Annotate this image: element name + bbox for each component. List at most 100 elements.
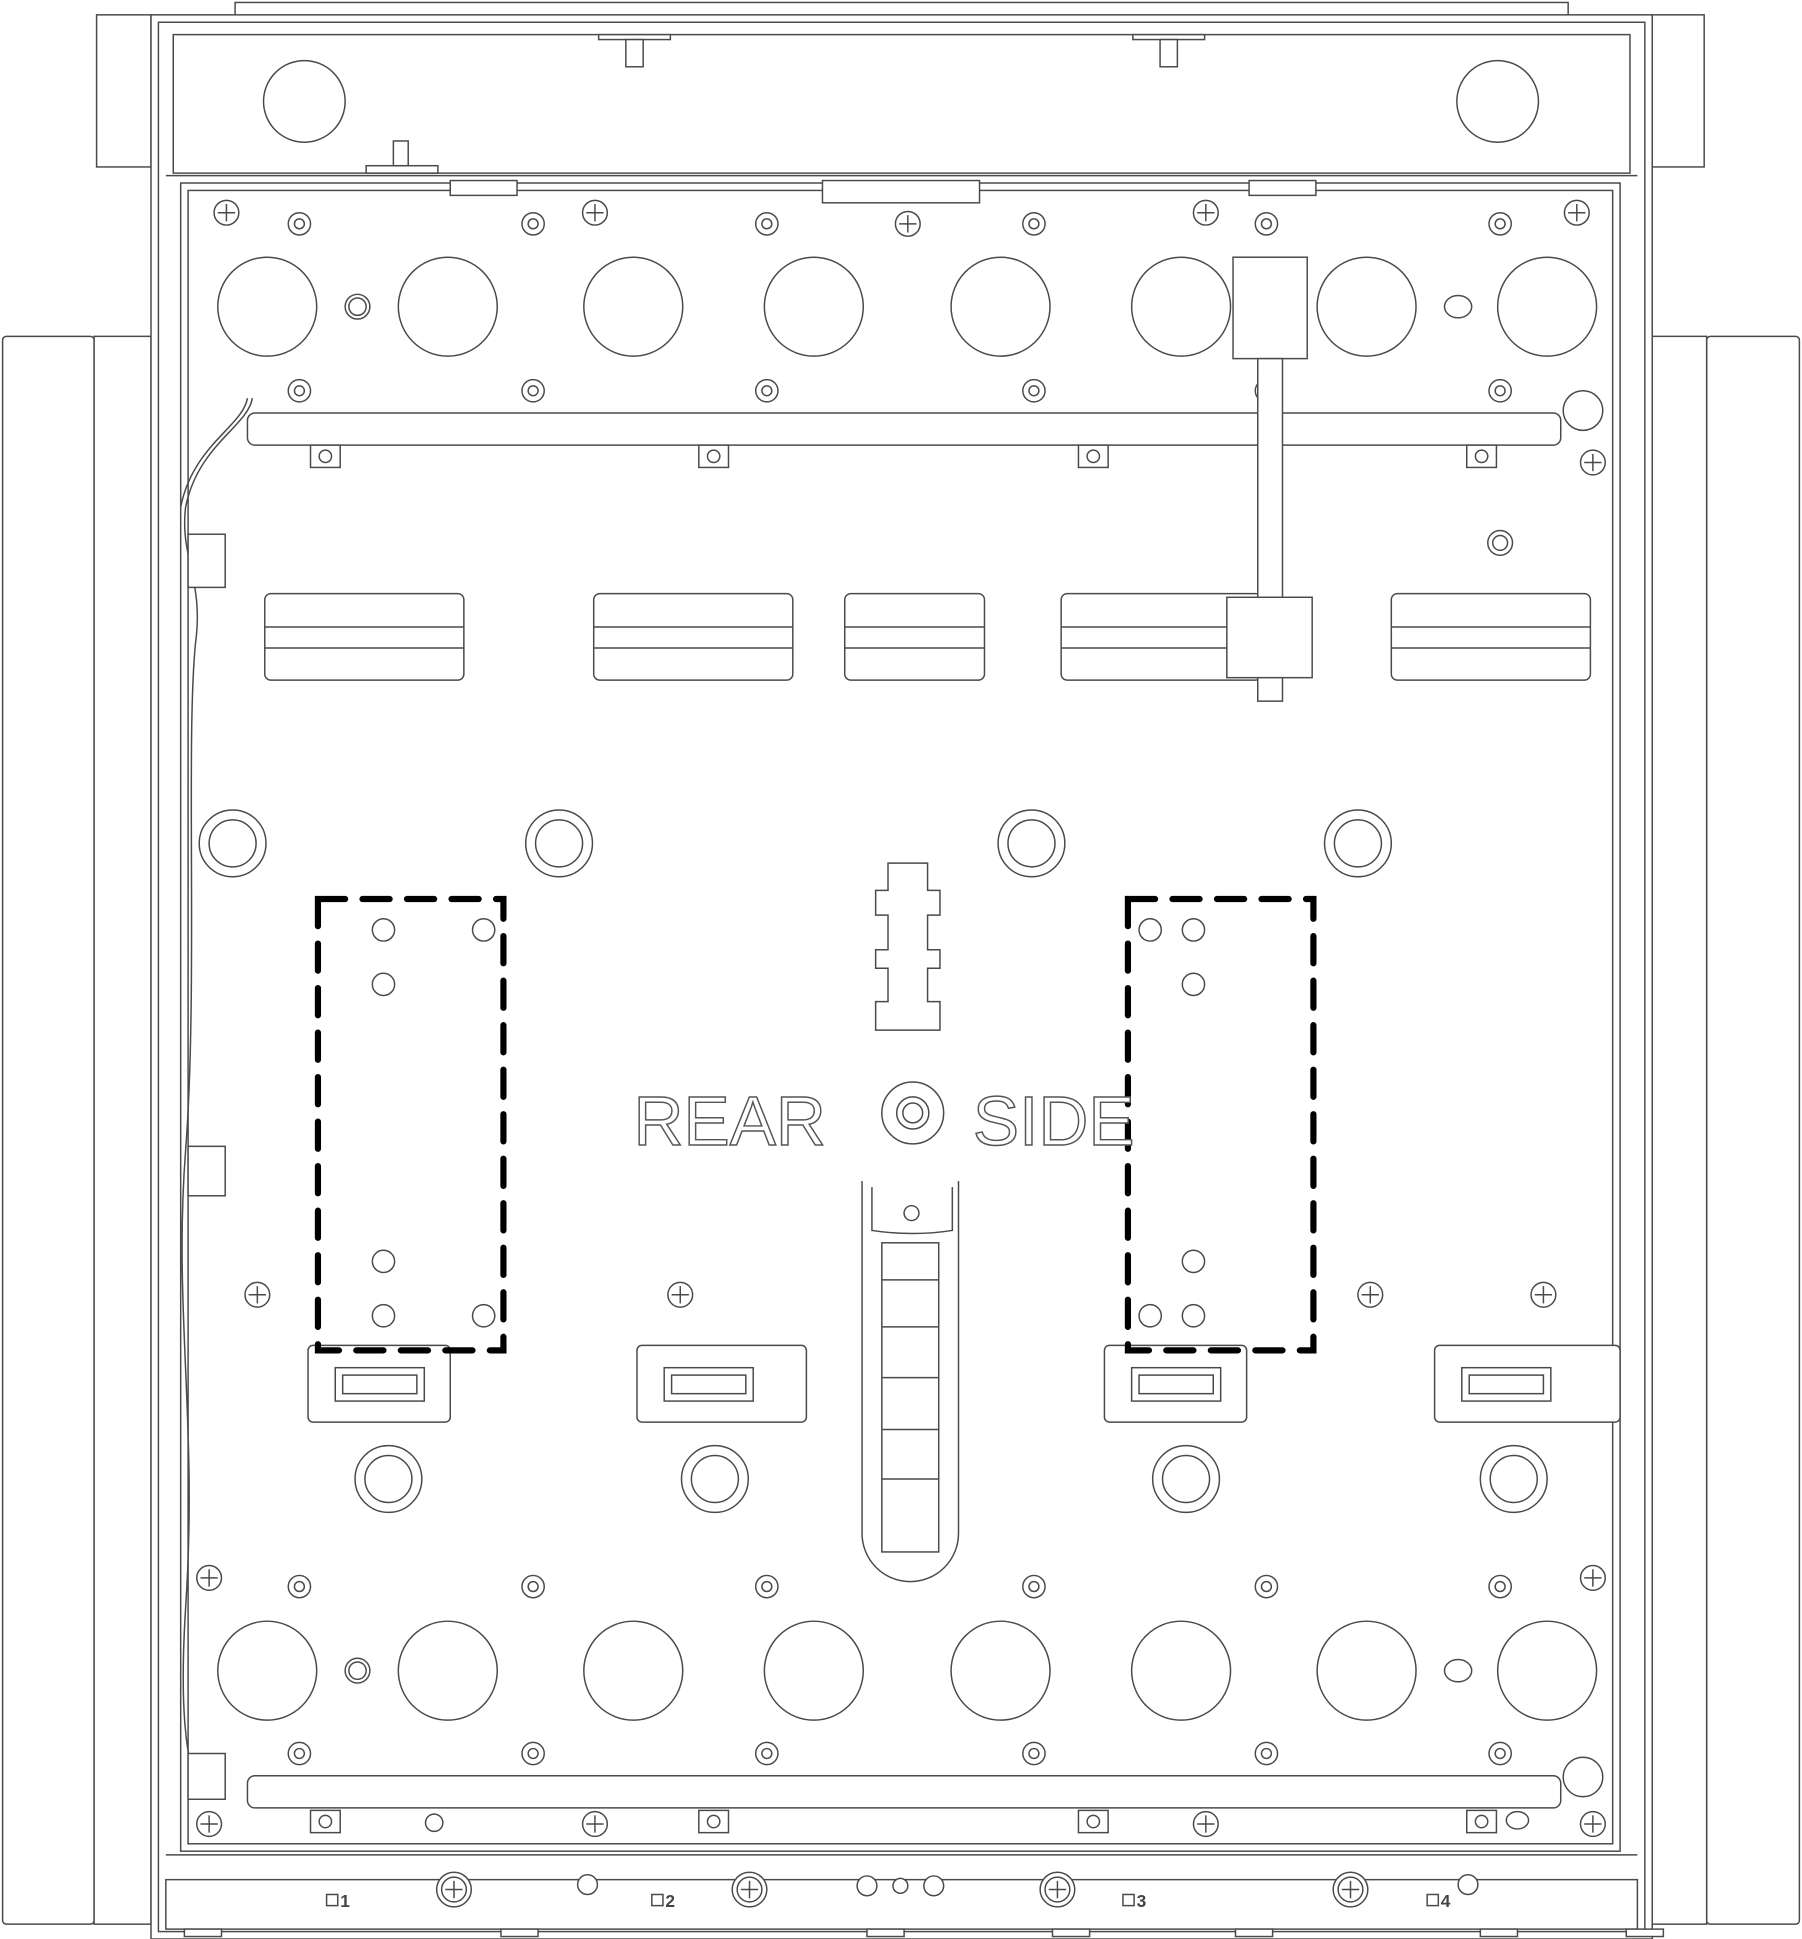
screw-cross <box>1361 1286 1379 1304</box>
standoff-inner <box>1489 1454 1538 1504</box>
right-side-rail <box>1651 335 1708 1925</box>
mount-hole-inner <box>293 1747 306 1760</box>
left-ear <box>95 14 152 168</box>
fan-hole <box>1316 1620 1417 1721</box>
top-crossbar <box>246 412 1562 446</box>
top-tab <box>821 179 981 204</box>
dimm-hole <box>371 972 396 997</box>
svg-text:3: 3 <box>1137 1891 1147 1911</box>
standoff-inner <box>1007 819 1056 868</box>
screw-cross <box>217 204 236 222</box>
mount-hole-inner <box>761 1747 773 1760</box>
cable <box>181 398 254 1794</box>
cable <box>179 398 249 508</box>
screw-cross <box>248 1286 267 1304</box>
fan-hole <box>217 256 318 357</box>
dimm-hole <box>1138 1303 1163 1328</box>
clip <box>392 140 409 167</box>
mount-hole-inner <box>527 385 539 397</box>
dimm-hole <box>371 918 396 942</box>
standoff-inner <box>208 819 257 868</box>
guide-line <box>593 626 793 649</box>
screw-cross <box>586 204 604 222</box>
mount-hole <box>1487 529 1514 556</box>
mount-hole-inner <box>1491 534 1509 552</box>
standoff-inner <box>364 1454 413 1504</box>
foot <box>183 1928 223 1938</box>
connector-pins <box>670 1374 747 1395</box>
standoff-inner <box>1333 819 1383 868</box>
bay-label-2: 2 <box>651 1891 675 1911</box>
screw-cross <box>1341 1880 1360 1899</box>
screw-cross <box>1048 1880 1067 1899</box>
bay-label-4: 4 <box>1426 1891 1451 1911</box>
mount-hole-inner <box>1028 1747 1040 1760</box>
fan-hole <box>763 1620 865 1721</box>
guide-block <box>264 592 465 681</box>
clip <box>625 38 644 68</box>
connector-pins <box>1138 1374 1214 1395</box>
connector-port <box>334 1366 426 1402</box>
bar-clip-hole <box>1086 1814 1101 1829</box>
mount-hole-inner <box>293 1580 306 1593</box>
cable-clip <box>187 1752 226 1801</box>
pull-handle-grip <box>881 1242 940 1553</box>
mount-hole-inner <box>1494 218 1506 230</box>
screw-cross <box>740 1880 759 1899</box>
bracket-hole <box>262 59 346 143</box>
dimm-hole <box>1181 1303 1206 1328</box>
dimm-hole <box>371 1303 396 1328</box>
dimm-hole <box>1181 972 1206 997</box>
standoff-inner <box>690 1454 740 1504</box>
mount-hole-inner <box>1260 1747 1273 1760</box>
dimm-hole <box>1138 918 1163 942</box>
connector-pins <box>341 1374 418 1395</box>
fan-hole <box>397 256 498 357</box>
mount-hole-inner <box>761 1580 773 1593</box>
svg-text:2: 2 <box>665 1891 675 1911</box>
oval-hole <box>1443 1658 1473 1683</box>
bottom-crossbar <box>246 1775 1562 1809</box>
mount-hole-inner <box>1028 218 1040 230</box>
guide-block <box>592 592 794 681</box>
bay-label-1: 1 <box>325 1891 350 1911</box>
foot <box>866 1928 905 1938</box>
right-side-panel <box>1705 335 1801 1925</box>
mount-hole-inner <box>1260 218 1273 230</box>
highlight-region <box>1124 895 1317 1354</box>
clip <box>1159 38 1179 68</box>
mount-hole-inner <box>1494 1580 1506 1593</box>
led <box>576 1873 599 1896</box>
fan-hole <box>1496 256 1598 357</box>
connector-pins <box>1468 1374 1545 1395</box>
oval-hole <box>1443 294 1473 319</box>
screw-cross <box>671 1286 689 1304</box>
dimm-hole <box>1181 918 1206 942</box>
mount-hole-inner <box>293 385 306 397</box>
led <box>1457 1873 1479 1896</box>
bar-clip-hole <box>1474 449 1489 464</box>
grommet <box>1562 390 1604 432</box>
highlight-region <box>314 895 507 1354</box>
screw-cross <box>1197 1815 1215 1833</box>
fan-hole <box>583 256 684 357</box>
handle-top <box>1232 256 1308 360</box>
foot <box>1625 1928 1665 1938</box>
bracket-hole <box>1456 59 1540 143</box>
dimm-hole <box>1181 1249 1206 1274</box>
right-ear <box>1651 14 1705 168</box>
bar-clip-hole <box>318 449 333 464</box>
guide-block <box>1390 592 1592 681</box>
fan-hole <box>950 1620 1051 1721</box>
pull-handle-hole <box>903 1204 920 1222</box>
mount-hole-inner <box>527 1747 539 1760</box>
handle-clip <box>1226 596 1313 679</box>
screw-cross <box>1534 1286 1553 1304</box>
left-side-panel <box>1 335 95 1925</box>
cable-clip <box>187 1145 226 1197</box>
dimm-hole <box>471 918 496 942</box>
fan-hole <box>397 1620 498 1721</box>
mount-hole-inner <box>761 218 773 230</box>
connector-port <box>1461 1366 1552 1402</box>
